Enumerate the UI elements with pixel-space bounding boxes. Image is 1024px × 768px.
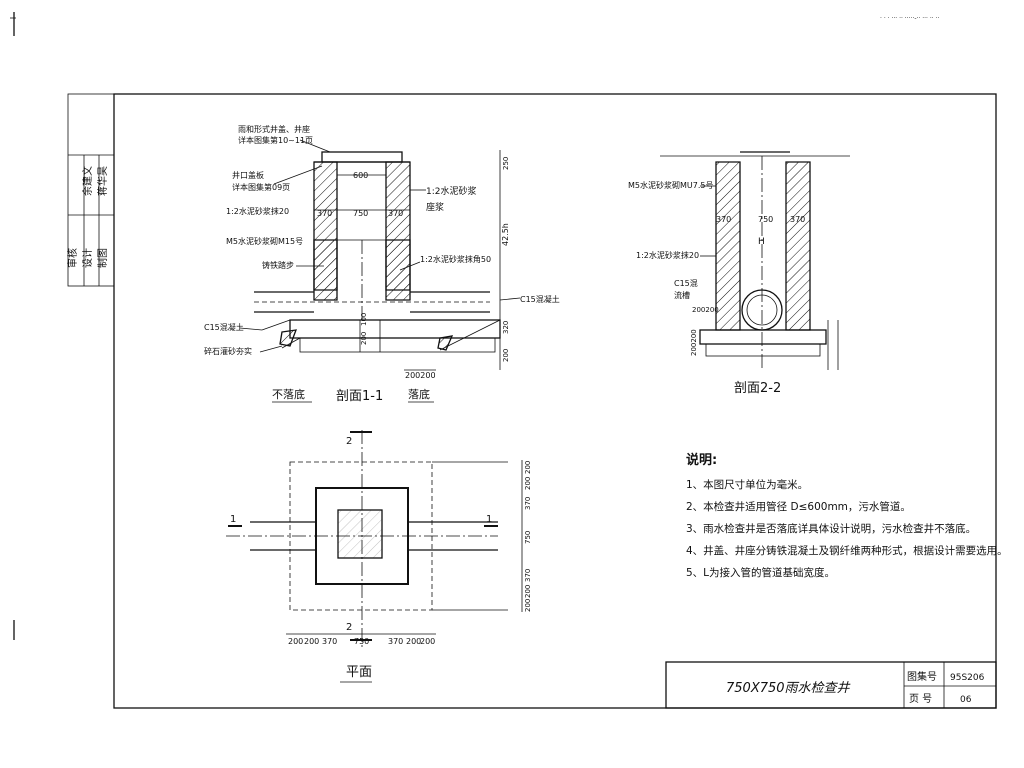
plan-dim-b4: 750	[354, 637, 369, 646]
label-steps: 铸铁踏步	[262, 260, 294, 270]
atlas-no-label: 图集号	[907, 670, 937, 683]
plan-mark-1a: 1	[230, 514, 236, 525]
label-no-fall: 不落底	[272, 387, 305, 401]
header-marks: · · · ··· ·· ·····-·· ··· ·· ··	[880, 15, 939, 22]
section-2-2-title: 剖面2-2	[734, 381, 781, 396]
label-mortar20: 1:2水泥砂浆抹20	[226, 206, 289, 216]
dim-320: 320	[502, 321, 510, 334]
note-item-4: 4、井盖、井座分铸铁混凝土及钢纤维两种形式，根据设计需要选用。	[686, 545, 1008, 557]
plan-dim-r5: 370	[524, 569, 532, 582]
s22-label-mortar: 1:2水泥砂浆抹20	[636, 250, 699, 260]
plan-dim-b3: 370	[322, 637, 337, 646]
label-brick: M5水泥砂浆砌M15号	[226, 236, 303, 246]
side-name-1: 余建文	[81, 166, 94, 196]
label-cover: 雨和形式井盖、井座	[238, 124, 310, 134]
s22-dim-750: 750	[758, 215, 773, 224]
notes-heading: 说明:	[686, 453, 718, 468]
plan-dim-r1: 200	[524, 461, 532, 474]
label-plaster: 1:2水泥砂浆	[426, 185, 477, 197]
s22-dim-side: 200200	[690, 329, 698, 356]
dim-bottom: 200200	[405, 371, 436, 380]
plan-dim-b7: 200	[420, 637, 435, 646]
page-no-value: 06	[960, 695, 972, 705]
drawing-title: 750X750雨水检查井	[726, 680, 851, 696]
plan-dim-r6: 200	[524, 585, 532, 598]
s22-dim-370b: 370	[790, 215, 805, 224]
side-role-2: 设计	[81, 248, 94, 268]
dim-600: 600	[353, 171, 368, 180]
page-no-label: 页 号	[909, 693, 932, 705]
side-name-2: 蒋华昊	[96, 166, 109, 196]
plan-dim-b1: 200	[288, 637, 303, 646]
plan-mark-2a: 2	[346, 436, 352, 447]
side-role-3: 制图	[96, 248, 109, 268]
dim-top: 250	[502, 157, 510, 170]
s22-label-c15: C15混	[674, 279, 698, 288]
s22-dim-h: H	[758, 237, 765, 247]
dim-200b: 200	[502, 349, 510, 362]
label-ring: 井口盖板	[232, 170, 264, 180]
section-2-2: 370 750 370 H 200200 200200 M5水泥砂浆砌MU7.5…	[628, 151, 850, 396]
label-c15-right: C15混凝土	[520, 294, 560, 304]
notes-block: 说明: 1、本图尺寸单位为毫米。 2、本检查井适用管径 D≤600mm，污水管道…	[686, 450, 1008, 584]
side-table: 余建文 蒋华昊 审核 设计 制图	[66, 93, 115, 287]
plan-dim-r2: 200	[524, 477, 532, 490]
s22-label-brick: M5水泥砂浆砌MU7.5号	[628, 180, 713, 190]
plan-title: 平面	[346, 665, 372, 680]
section-1-1: 600 370 750 370 42.5h 250 320 200 200 10…	[204, 124, 560, 404]
s22-dim-370a: 370	[716, 215, 731, 224]
s22-dim-200: 200200	[692, 306, 719, 314]
label-c15-left: C15混凝土	[204, 322, 244, 332]
dim-750: 750	[353, 209, 368, 218]
plan-mark-2b: 2	[346, 622, 352, 633]
dim-depth: 42.5h	[501, 223, 510, 246]
note-item-3: 3、雨水检查井是否落底详具体设计说明，污水检查井不落底。	[686, 523, 977, 535]
note-item-5: 5、L为接入管的管道基础宽度。	[686, 567, 836, 579]
plan-dim-r7: 200	[524, 599, 532, 612]
dim-370a: 370	[317, 209, 332, 218]
plan-dim-b5: 370	[388, 637, 403, 646]
label-plaster2: 座浆	[426, 201, 444, 213]
note-item-1: 1、本图尺寸单位为毫米。	[686, 479, 809, 491]
atlas-no-value: 95S206	[950, 673, 985, 683]
s22-label-c15b: 流槽	[674, 290, 690, 300]
label-mortar50: 1:2水泥砂浆抹角50	[420, 254, 491, 264]
dim-200a: 200	[360, 332, 368, 345]
drawing-border	[113, 93, 997, 709]
dim-100: 100	[360, 313, 368, 326]
plan-dim-r3: 370	[524, 497, 532, 510]
label-fall: 落底	[408, 387, 430, 401]
side-role-1: 审核	[66, 248, 79, 268]
dim-370b: 370	[388, 209, 403, 218]
label-cover-ref: 详本图集第10~11页	[238, 135, 313, 145]
label-ring-ref: 详本图集第09页	[232, 182, 290, 192]
label-gravel: 碎石灌砂夯实	[204, 346, 252, 356]
plan-view: 1 1 2 2 200 200 370 750 370 200 200 200 …	[226, 430, 532, 683]
plan-dim-r4: 750	[524, 531, 532, 544]
plan-mark-1b: 1	[486, 514, 492, 525]
note-item-2: 2、本检查井适用管径 D≤600mm，污水管道。	[686, 501, 911, 513]
plan-dim-b6: 200	[406, 637, 421, 646]
section-1-1-title: 剖面1-1	[336, 389, 383, 404]
plan-dim-b2: 200	[304, 637, 319, 646]
title-block: 750X750雨水检查井 图集号 95S206 页 号 06	[665, 661, 997, 709]
